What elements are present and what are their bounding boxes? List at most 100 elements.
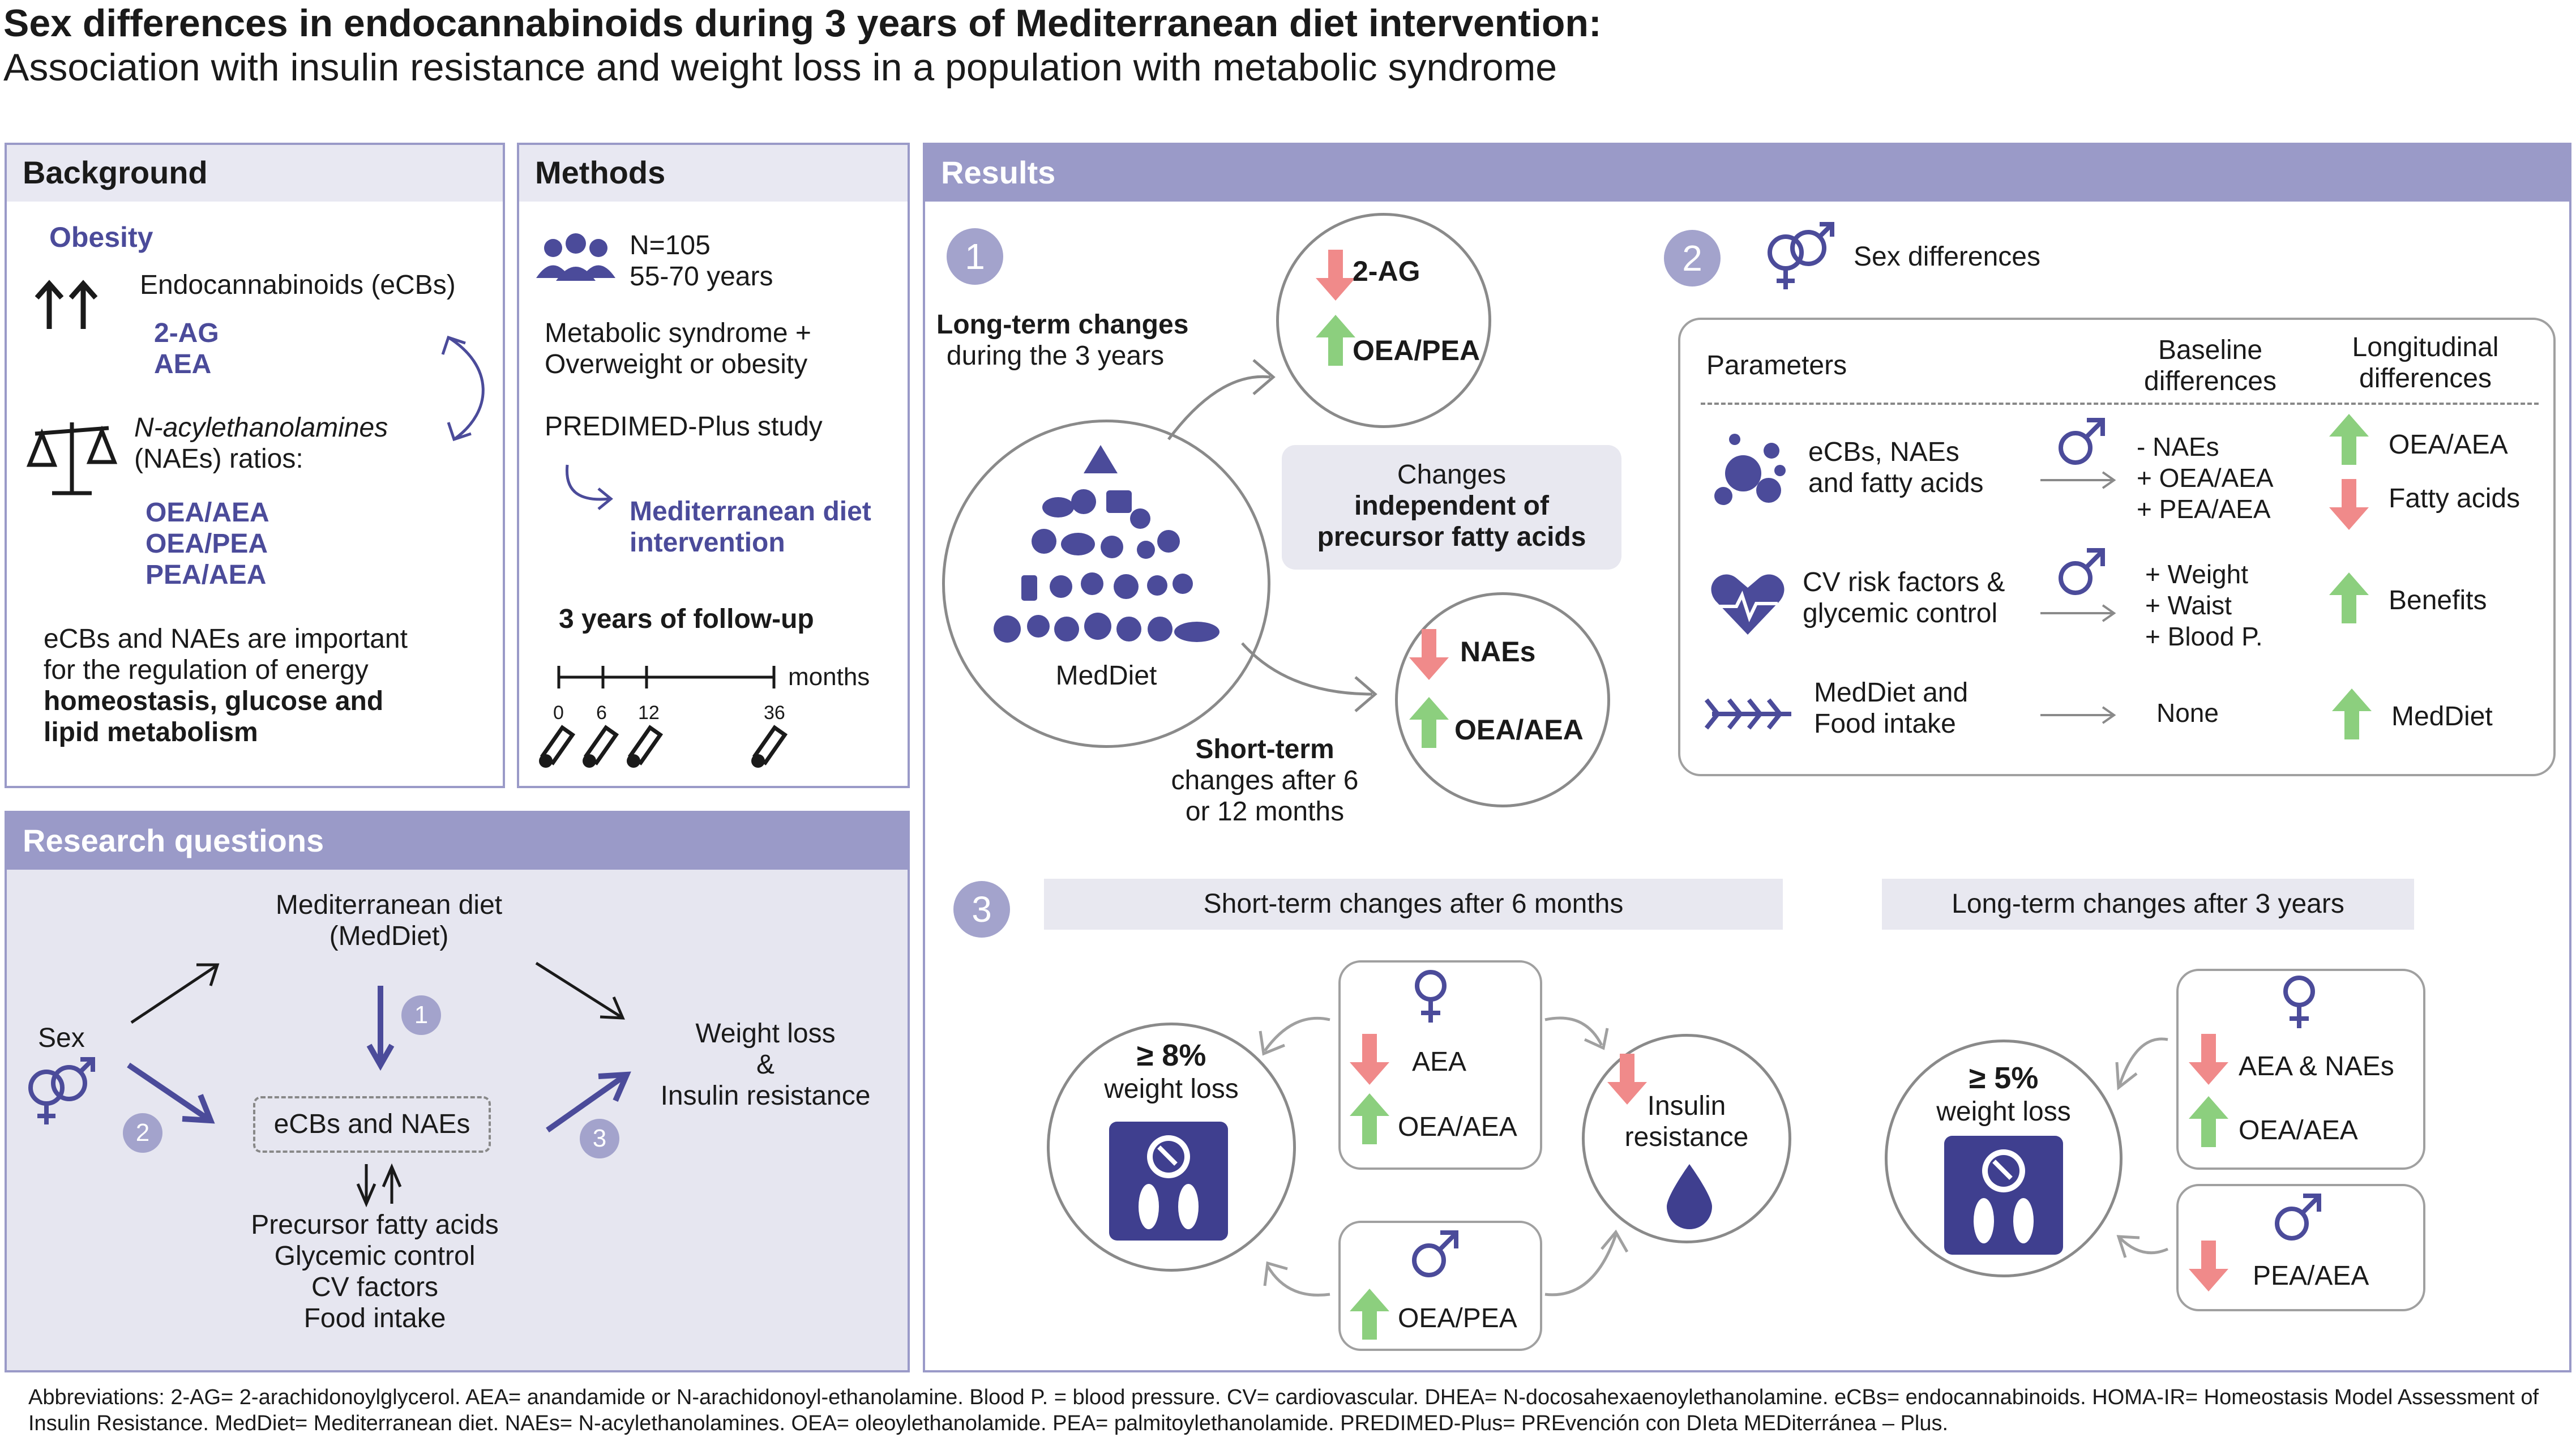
fish-bone-icon xyxy=(1704,698,1791,730)
naes-line1: N-acylethanolamines xyxy=(134,413,388,443)
research-panel: Research questions Mediterranean diet (M… xyxy=(5,811,910,1372)
people-icon xyxy=(536,233,615,281)
timeline-tick: 36 xyxy=(764,702,785,724)
background-para: eCBs and NAEs are important xyxy=(44,624,408,654)
female-item: AEA xyxy=(1412,1047,1467,1077)
row-param: Food intake xyxy=(1814,709,1956,739)
meddiet-label: MedDiet xyxy=(1055,661,1157,691)
timeline xyxy=(557,666,776,688)
row-arrows xyxy=(2040,471,2116,724)
row-baseline: + PEA/AEA xyxy=(2137,494,2271,524)
methods-criteria: Metabolic syndrome + xyxy=(545,318,811,348)
section-3-number: 3 xyxy=(953,881,1010,938)
methods-n: N=105 xyxy=(630,230,711,260)
row-baseline: None xyxy=(2156,698,2219,728)
research-covariate: Food intake xyxy=(303,1303,446,1333)
section-3-arrows xyxy=(1259,1016,2169,1297)
background-para: for the regulation of energy xyxy=(44,655,369,685)
ecbs-line: Endocannabinoids (eCBs) xyxy=(140,270,456,300)
background-para: homeostasis, glucose and xyxy=(44,686,384,716)
research-sex: Sex xyxy=(38,1023,85,1053)
female-long-item: OEA/AEA xyxy=(2239,1115,2358,1145)
col-long: Longitudinal xyxy=(2352,332,2499,362)
col-params: Parameters xyxy=(1706,350,1847,380)
sex-differences-box xyxy=(1678,318,2556,776)
test-tube-icon xyxy=(539,728,584,773)
row-param: MedDiet and xyxy=(1814,678,1969,708)
male-item: OEA/PEA xyxy=(1398,1303,1517,1333)
molecules-icon xyxy=(1714,434,1786,505)
timeline-unit: months xyxy=(788,663,870,691)
short-term-title: Short-term changes after 6 months xyxy=(1044,879,1783,930)
col-baseline: Baseline xyxy=(2158,335,2263,365)
row-param: glycemic control xyxy=(1803,598,1998,628)
research-covariate: Precursor fatty acids xyxy=(251,1210,499,1240)
row-param: eCBs, NAEs xyxy=(1808,437,1959,467)
short-term-circle xyxy=(1395,592,1610,807)
nae-item: OEA/AEA xyxy=(146,498,269,528)
wl8-label: weight loss xyxy=(1104,1074,1239,1104)
independent-text: independent of xyxy=(1354,491,1549,521)
background-panel: Background Obesity Endocannabinoids (eCB… xyxy=(5,143,505,788)
background-heading: Background xyxy=(7,145,503,202)
male-long-item: PEA/AEA xyxy=(2253,1261,2369,1291)
col-baseline: differences xyxy=(2144,366,2277,396)
heart-pulse-icon xyxy=(1711,574,1785,635)
results-panel: Results 1 Long-term changes during the 3… xyxy=(923,143,2571,1372)
curved-arrow-icon xyxy=(441,335,485,442)
independent-box xyxy=(1282,445,1621,570)
scale-balance-icon xyxy=(26,422,118,495)
naes-line2: (NAEs) ratios: xyxy=(134,444,303,474)
short-term-label: or 12 months xyxy=(1185,797,1345,827)
research-heading: Research questions xyxy=(7,813,908,870)
research-num: 3 xyxy=(580,1119,619,1158)
page-title: Sex differences in endocannabinoids duri… xyxy=(3,2,1602,45)
research-outcome: Weight loss xyxy=(695,1019,836,1049)
methods-study: PREDIMED-Plus study xyxy=(545,412,823,442)
research-medd: Mediterranean diet xyxy=(275,890,503,920)
meddiet-circle xyxy=(942,420,1270,748)
female-item: OEA/AEA xyxy=(1398,1112,1517,1142)
long-term-item: OEA/PEA xyxy=(1353,335,1480,366)
test-tube-icon xyxy=(627,728,672,773)
curved-arrow-icon xyxy=(565,464,613,510)
row-baseline: + Blood P. xyxy=(2145,622,2263,651)
timeline-tick: 6 xyxy=(596,702,607,724)
research-covariate: CV factors xyxy=(311,1272,439,1302)
methods-panel: Methods N=105 55-70 years Metabolic synd… xyxy=(517,143,910,788)
long-term-item: 2-AG xyxy=(1353,255,1420,287)
insulin-label: Insulin xyxy=(1647,1091,1726,1121)
independent-text: Changes xyxy=(1397,460,1507,490)
section-2-number: 2 xyxy=(1664,230,1721,286)
research-num: 1 xyxy=(401,995,441,1035)
row-baseline: + Weight xyxy=(2145,559,2248,589)
male-long-box xyxy=(2176,1184,2425,1311)
short-term-label: Short-term xyxy=(1195,734,1334,764)
wl8-value: ≥ 8% xyxy=(1136,1038,1206,1072)
row-baseline: + OEA/AEA xyxy=(2137,463,2274,493)
page-subtitle: Association with insulin resistance and … xyxy=(3,46,1557,89)
row-baseline: - NAEs xyxy=(2137,432,2219,461)
long-term-label: during the 3 years xyxy=(946,341,1165,371)
nae-item: OEA/PEA xyxy=(146,529,268,559)
drop-icon xyxy=(1667,1164,1712,1229)
food-pyramid-icon xyxy=(994,445,1219,643)
research-covariate: Glycemic control xyxy=(274,1241,476,1271)
long-term-title: Long-term changes after 3 years xyxy=(1882,879,2414,930)
methods-intervention: intervention xyxy=(630,528,785,558)
timeline-tick: 12 xyxy=(638,702,660,724)
row-param: CV risk factors & xyxy=(1803,567,2005,597)
research-outcome: Insulin resistance xyxy=(660,1081,871,1111)
obesity-label: Obesity xyxy=(49,221,153,253)
mediator-box xyxy=(253,1096,491,1153)
row-long: OEA/AEA xyxy=(2389,430,2508,460)
methods-criteria: Overweight or obesity xyxy=(545,349,808,379)
background-para: lipid metabolism xyxy=(44,717,258,747)
results-heading: Results xyxy=(925,145,2569,202)
methods-intervention: Mediterranean diet xyxy=(630,497,871,527)
wl5-label: weight loss xyxy=(1936,1097,2071,1127)
wl5-value: ≥ 5% xyxy=(1969,1061,2039,1095)
row-baseline: + Waist xyxy=(2145,591,2232,620)
female-long-item: AEA & NAEs xyxy=(2239,1051,2394,1081)
methods-heading: Methods xyxy=(519,145,908,202)
